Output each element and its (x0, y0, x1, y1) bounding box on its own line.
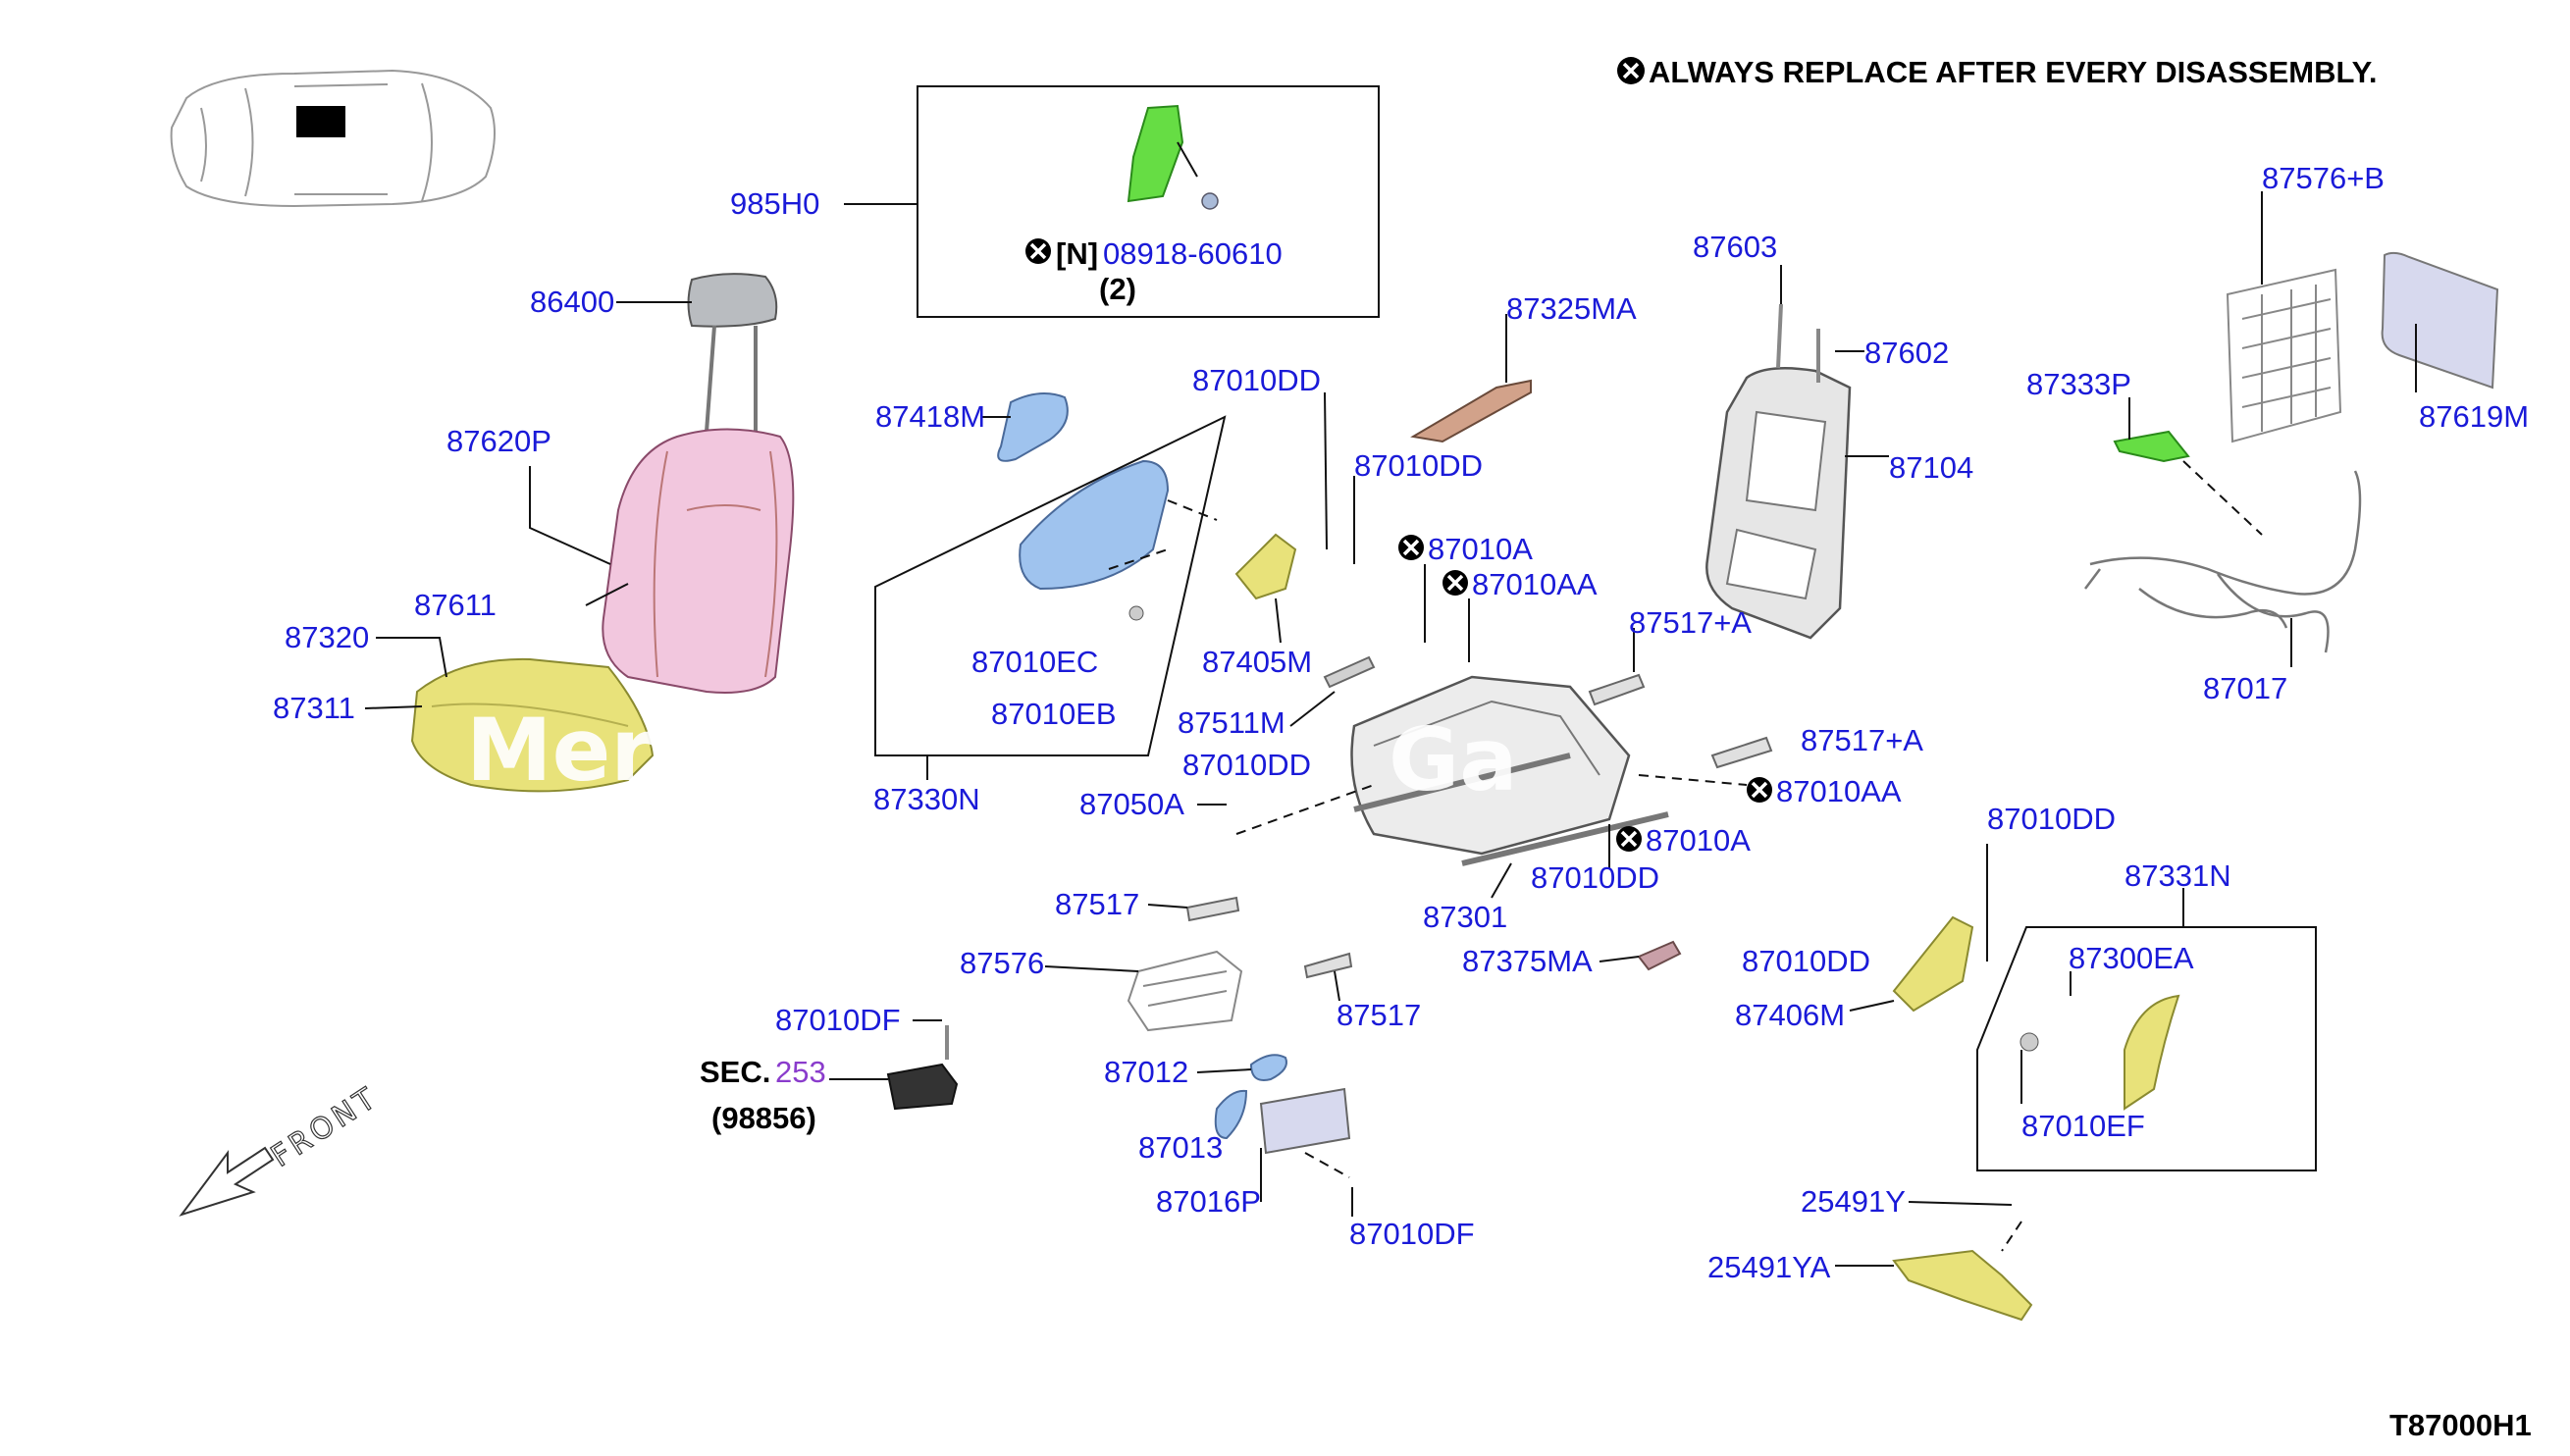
quantity-text: (2) (1099, 272, 1136, 306)
airbag-inset-box: 985H0 [N] 08918-60610 (2) (730, 85, 1380, 318)
label-87320: 87320 (285, 620, 369, 654)
label-87016P: 87016P (1156, 1184, 1261, 1219)
label-87620P: 87620P (446, 424, 551, 458)
label-87104: 87104 (1889, 450, 1973, 485)
label-87010AA-b: 87010AA (1776, 774, 1902, 808)
label-87517A-b: 87517+A (1801, 723, 1923, 757)
seat-location-marker (296, 106, 345, 137)
recliner-cover-87406M (1892, 915, 1974, 1013)
label-87010EF: 87010EF (2021, 1109, 2145, 1143)
label-87010DD-b: 87010DD (1354, 448, 1483, 483)
front-text: FRONT (265, 1080, 385, 1174)
n-prefix: [N] (1056, 236, 1098, 271)
label-87517-b: 87517 (1337, 998, 1421, 1032)
sec-sub: (98856) (711, 1101, 816, 1135)
switch-knob-87013 (1214, 1089, 1248, 1140)
watermark-right: Ga (1389, 709, 1518, 810)
label-25491Y: 25491Y (1801, 1184, 1906, 1219)
label-87010DD-c: 87010DD (1182, 748, 1311, 782)
vehicle-location-icon (170, 69, 496, 208)
harness-87375MA (1637, 940, 1682, 971)
label-87010EB: 87010EB (991, 697, 1117, 731)
label-87405M: 87405M (1202, 645, 1312, 679)
label-87375MA: 87375MA (1462, 944, 1593, 978)
label-87611: 87611 (414, 588, 497, 622)
bracket-87517-a (1185, 896, 1240, 922)
label-87619M: 87619M (2419, 399, 2529, 434)
label-87010DF-a: 87010DF (775, 1003, 901, 1037)
notice-text: ALWAYS REPLACE AFTER EVERY DISASSEMBLY. (1649, 55, 2377, 89)
control-unit (886, 1063, 959, 1111)
recliner-cover-inset-box: 87331N 87300EA 87010EF (1976, 858, 2317, 1171)
label-87010DD-e: 87010DD (1987, 802, 2116, 836)
label-87576: 87576 (960, 946, 1044, 980)
label-87012: 87012 (1104, 1055, 1188, 1089)
label-87331N: 87331N (2124, 858, 2231, 893)
label-87010DF-b: 87010DF (1349, 1217, 1475, 1251)
label-87511M: 87511M (1178, 705, 1285, 740)
seatback-trim (602, 428, 795, 694)
label-87333P: 87333P (2026, 367, 2131, 401)
label-87311: 87311 (273, 691, 355, 725)
label-87406M: 87406M (1735, 998, 1845, 1032)
sec-prefix: SEC. (700, 1055, 770, 1089)
label-87576B: 87576+B (2262, 161, 2385, 195)
side-airbag-module (1127, 104, 1184, 203)
label-08918-60610: 08918-60610 (1103, 236, 1283, 271)
recliner-cover-87300EA (2124, 994, 2180, 1111)
label-87517A-a: 87517+A (1629, 605, 1752, 640)
label-86400: 86400 (530, 285, 614, 319)
label-87050A: 87050A (1079, 787, 1184, 821)
back-panel-87619M (2381, 251, 2499, 390)
label-87017: 87017 (2203, 671, 2287, 705)
label-87010AA-a: 87010AA (1472, 567, 1598, 601)
bracket-87517-b (1303, 952, 1353, 979)
label-87010DD-d: 87010DD (1531, 860, 1659, 895)
label-87010EC: 87010EC (971, 645, 1098, 679)
replace-notice: ALWAYS REPLACE AFTER EVERY DISASSEMBLY. (1617, 55, 2377, 89)
label-87602: 87602 (1864, 336, 1949, 370)
side-finisher (1019, 459, 1170, 591)
watermark-left: Mer (466, 700, 654, 801)
seatback-frame-87104 (1705, 366, 1852, 640)
label-87010A-a: 87010A (1428, 532, 1533, 566)
label-985H0: 985H0 (730, 186, 819, 221)
harness-87333P (2113, 430, 2190, 463)
front-arrow-icon: FRONT (179, 1079, 386, 1217)
sec-number: 253 (775, 1055, 826, 1089)
lumbar-mat-87576B (2226, 268, 2342, 443)
label-87301: 87301 (1423, 900, 1507, 934)
label-87013: 87013 (1138, 1130, 1223, 1165)
airbag-nut (1201, 192, 1219, 210)
recliner-lever-87511M (1323, 655, 1376, 689)
label-87010DD-f: 87010DD (1742, 944, 1870, 978)
diagram-code: T87000H1 (2389, 1408, 2532, 1442)
switch-housing-87016P (1259, 1087, 1351, 1155)
seat-cushion: Mer (410, 657, 654, 801)
label-87300EA: 87300EA (2069, 941, 2194, 975)
label-87010A-b: 87010A (1646, 823, 1751, 858)
label-87325MA: 87325MA (1506, 291, 1637, 326)
side-trim-frame (874, 415, 1227, 756)
side-trim-bracket-87418M (997, 392, 1069, 462)
label-87418M: 87418M (875, 399, 985, 434)
cushion-frame-87301: Ga (1350, 675, 1669, 866)
label-87603: 87603 (1693, 230, 1777, 264)
label-87330N: 87330N (873, 782, 980, 816)
lumbar-unit-87576 (1127, 950, 1243, 1032)
harness-87325MA (1410, 379, 1532, 443)
label-25491YA: 25491YA (1707, 1250, 1831, 1284)
rail-cover-87517A-rh (1710, 736, 1773, 769)
headrest-86400 (687, 273, 778, 433)
rail-cover-87517A (1588, 673, 1646, 706)
recliner-cover-87405M (1234, 533, 1297, 600)
switch-bracket-25491YA (1892, 1249, 2033, 1322)
label-87010DD-a: 87010DD (1192, 363, 1321, 397)
main-harness-87017 (2084, 470, 2362, 653)
switch-knob-87012 (1249, 1054, 1287, 1081)
label-87517-a: 87517 (1055, 887, 1139, 921)
